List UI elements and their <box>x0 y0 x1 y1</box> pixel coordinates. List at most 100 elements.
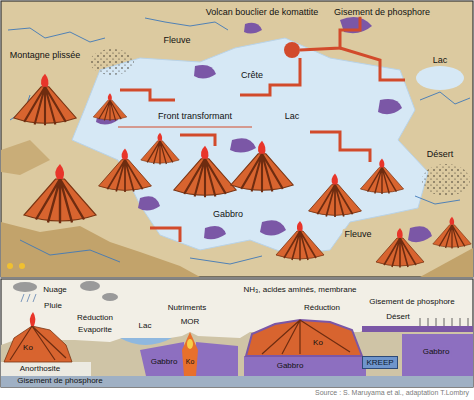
volcano-symbol <box>99 149 152 192</box>
rock-label: Ko <box>184 358 197 366</box>
phosphorus-deposit <box>230 138 256 152</box>
section-label: Nutriments <box>166 303 209 312</box>
ridge <box>150 228 180 242</box>
gabbro-slab <box>140 342 184 376</box>
rock-label: Ko <box>311 338 325 347</box>
volcano-symbol <box>360 158 403 194</box>
map-label: Lac <box>431 55 450 65</box>
section-label: MOR <box>179 317 202 326</box>
section-label: Réduction <box>75 313 115 322</box>
section-label: Réduction <box>302 303 342 312</box>
map-label: Désert <box>425 149 456 159</box>
komatiite-stripes <box>262 320 350 354</box>
section-label: Gisement de phosphore <box>367 297 456 306</box>
cloud <box>13 282 37 292</box>
volcano-symbol <box>141 133 179 165</box>
komatiite-stripes <box>10 326 66 360</box>
volcano-symbol <box>276 221 324 261</box>
river <box>420 92 470 104</box>
ridge <box>340 48 405 80</box>
volcano-symbol <box>231 141 293 192</box>
transform-fault <box>118 127 252 128</box>
cloud <box>80 281 100 291</box>
lower-strata <box>1 376 473 387</box>
ridge <box>310 132 370 162</box>
desert-posts <box>420 318 468 326</box>
komatiite-mass <box>246 320 362 356</box>
section-label: Nuage <box>41 285 69 294</box>
kreep-box: KREEP <box>362 356 398 369</box>
gabbro-layer <box>244 356 366 376</box>
source-note: Source : S. Maruyama et al., adaptation … <box>313 389 471 397</box>
phosphorus-deposit <box>204 226 226 239</box>
map-label: Front transformant <box>156 111 234 121</box>
ridge <box>180 135 215 146</box>
rock-label: Gabbro <box>149 357 180 366</box>
ocean <box>72 38 428 255</box>
volcanoes <box>14 74 471 268</box>
map-label: Fleuve <box>161 35 192 45</box>
phosphorus-layer <box>362 326 473 332</box>
volcano-plume <box>30 312 35 326</box>
phosphorus-deposit <box>378 99 402 114</box>
magma-core <box>187 339 193 349</box>
map-label: Fleuve <box>342 229 373 239</box>
section-label: Lac <box>137 321 154 330</box>
sand-area <box>422 164 470 196</box>
cloud <box>102 293 118 301</box>
phosphorus-deposits <box>96 17 432 242</box>
volcano-symbol <box>14 74 76 125</box>
lake <box>416 66 464 90</box>
river <box>190 256 262 264</box>
volcano-symbol <box>433 217 471 249</box>
volcano-symbol <box>24 164 96 223</box>
rock-label: Gabbro <box>275 361 306 370</box>
dark-soil <box>1 140 50 175</box>
section-label: Evaporite <box>76 325 114 334</box>
phosphorus-deposit <box>408 226 432 242</box>
ridge-junction <box>284 42 300 58</box>
node-text: KREEP <box>366 358 394 367</box>
river <box>145 18 228 30</box>
river <box>415 196 460 204</box>
rain <box>21 294 36 302</box>
rock-label: Ko <box>21 343 35 352</box>
volcano-symbol <box>174 146 236 197</box>
dark-soil <box>420 248 473 277</box>
volcano-symbol <box>309 174 362 217</box>
gabbro-layer <box>402 334 473 376</box>
phosphorus-deposit <box>138 196 160 210</box>
map-label: Lac <box>283 111 302 121</box>
map-label: Crête <box>239 70 265 80</box>
phosphorus-deposit <box>194 65 216 79</box>
section-label: NH₃, acides aminés, membrane <box>241 285 358 294</box>
river <box>8 28 105 42</box>
phosphorus-deposit <box>244 23 262 34</box>
ridges <box>120 15 405 242</box>
gabbro-slab <box>196 342 238 376</box>
section-label: Désert <box>384 312 412 321</box>
clouds <box>13 281 118 301</box>
komatiite-mass <box>4 326 72 362</box>
phosphorus-deposit <box>260 220 286 235</box>
desert-post <box>420 318 468 326</box>
rock-label: Anorthosite <box>18 364 62 373</box>
section-label: Gisement de phosphore <box>15 376 104 385</box>
ridge <box>120 90 175 100</box>
section-lake <box>120 338 172 345</box>
river <box>20 240 120 262</box>
map-ground <box>1 1 473 277</box>
map-label: Gisement de phosphore <box>332 7 432 17</box>
section-ground <box>1 326 473 387</box>
ridge <box>300 15 360 50</box>
rivers <box>8 18 470 264</box>
section-sky <box>1 279 473 387</box>
volcano-symbol <box>376 228 424 268</box>
volcano-symbol <box>93 93 127 121</box>
map-label: Volcan bouclier de komattite <box>204 7 321 17</box>
section-label: Pluie <box>42 301 64 310</box>
map-label: Montagne plissée <box>8 50 83 60</box>
yellow-dot <box>7 263 13 269</box>
